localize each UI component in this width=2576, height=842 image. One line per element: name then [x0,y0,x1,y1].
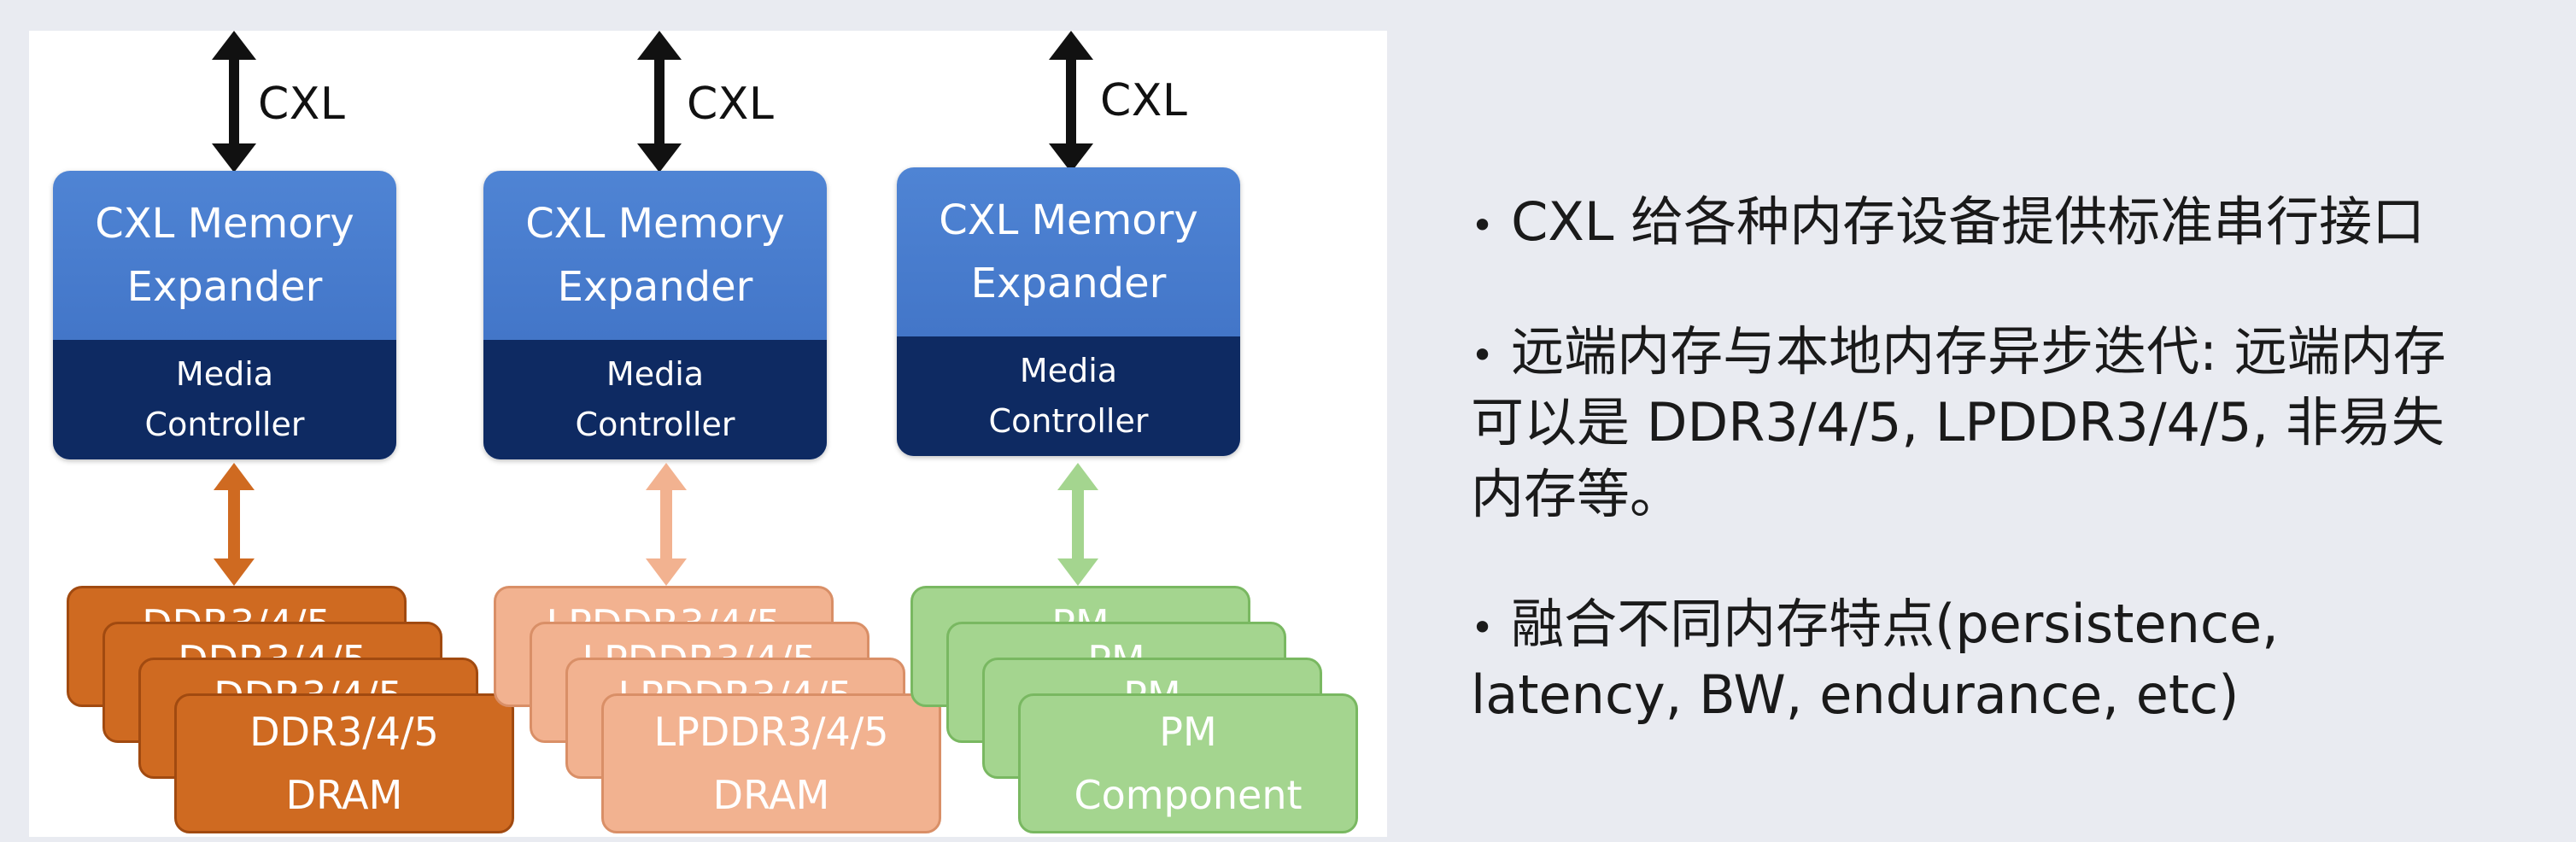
card-sublabel: DRAM [285,771,403,818]
media-link-arrow-3 [1057,463,1098,586]
cxl-label-1: CXL [258,79,346,130]
card-sublabel: DRAM [712,771,830,818]
bullet-item-3: • 融合不同内存特点(persistence, latency, BW, endu… [1471,588,2564,731]
cxl-label-2: CXL [687,79,775,130]
bullet-text: 融合不同内存特点(persistence, [1511,592,2279,655]
bullet-line: 可以是 DDR3/4/5, LPDDR3/4/5, 非易失 [1471,391,2444,454]
media-controller-line: Controller [988,402,1149,440]
cxl-memory-expander-1: CXL Memory Expander Media Controller [53,171,396,459]
media-controller-line: Controller [575,406,735,443]
media-controller-line: Media [1019,352,1118,390]
media-controller-1: Media Controller [53,340,396,459]
media-controller-2: Media Controller [483,340,827,459]
bullet-dot-icon: • [1471,202,1495,249]
expander-title-line: CXL Memory [939,196,1198,244]
memory-card-ddr-front: DDR3/4/5 DRAM [174,693,514,833]
bullet-item-2: • 远端内存与本地内存异步迭代: 远端内存 可以是 DDR3/4/5, LPDDR… [1471,316,2564,530]
card-label: DDR3/4/5 [249,709,439,755]
cxl-arrow-3 [1049,31,1093,172]
media-controller-line: Media [606,355,705,394]
card-label: LPDDR3/4/5 [653,709,889,755]
cxl-memory-expander-2: CXL Memory Expander Media Controller [483,171,827,459]
media-controller-line: Controller [144,406,305,443]
media-link-arrow-2 [646,463,687,586]
media-link-arrow-1 [214,463,255,586]
diagram-panel: CXL CXL Memory Expander Media Controller… [29,31,1387,837]
bullet-line: • 远端内存与本地内存异步迭代: 远端内存 [1471,316,2564,388]
expander-title-line: CXL Memory [95,199,354,248]
memory-card-lpddr-front: LPDDR3/4/5 DRAM [601,693,941,833]
bullet-list: • CXL 给各种内存设备提供标准串行接口 • 远端内存与本地内存异步迭代: 远端内… [1471,186,2564,789]
expander-title-2: CXL Memory Expander [483,171,827,340]
cxl-arrow-1 [212,31,256,172]
card-sublabel: Component [1074,771,1303,818]
expander-title-line: Expander [557,263,753,311]
bullet-dot-icon: • [1471,331,1495,378]
bullet-text: CXL 给各种内存设备提供标准串行接口 [1511,190,2426,253]
bullet-dot-icon: • [1471,604,1495,651]
expander-title-1: CXL Memory Expander [53,171,396,340]
expander-title-line: CXL Memory [525,199,785,248]
expander-title-line: Expander [970,260,1167,307]
cxl-arrow-2 [637,31,682,172]
bullet-line: • 融合不同内存特点(persistence, [1471,588,2564,660]
cxl-label-3: CXL [1100,75,1188,126]
bullet-item-1: • CXL 给各种内存设备提供标准串行接口 [1471,186,2564,258]
media-controller-line: Media [175,355,274,394]
bullet-text: 远端内存与本地内存异步迭代: 远端内存 [1511,319,2446,383]
memory-card-pm-front: PM Component [1018,693,1358,833]
expander-title-line: Expander [126,263,323,311]
bullet-line: • CXL 给各种内存设备提供标准串行接口 [1471,186,2564,258]
cxl-memory-expander-3: CXL Memory Expander Media Controller [897,167,1240,456]
card-label: PM [1159,709,1217,755]
media-controller-3: Media Controller [897,336,1240,456]
expander-title-3: CXL Memory Expander [897,167,1240,336]
bullet-line: 内存等。 [1471,463,1683,526]
bullet-line: latency, BW, endurance, etc) [1471,664,2239,727]
